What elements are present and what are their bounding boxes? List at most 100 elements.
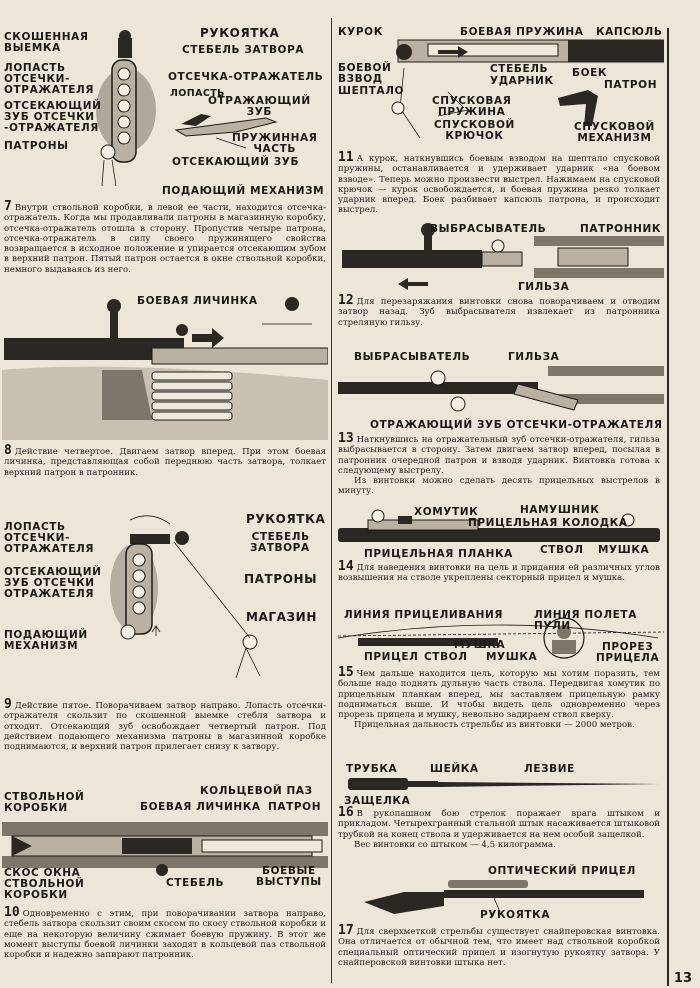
fig9-label-otsekayushchiy: ОТСЕКАЮЩИЙ ЗУБ ОТСЕЧКИ ОТРАЖАТЕЛЯ xyxy=(4,567,102,600)
fig16-label-trubka: ТРУБКА xyxy=(346,764,397,775)
fig15-number: 15 xyxy=(338,665,354,680)
fig16-label-lezvie: ЛЕЗВИЕ xyxy=(524,764,575,775)
fig16-number: 16 xyxy=(338,805,354,820)
fig17-number: 17 xyxy=(338,923,354,938)
fig11-number: 11 xyxy=(338,150,354,165)
fig15-label-pricel: ПРИЦЕЛ xyxy=(364,652,419,663)
fig13-text1: Наткнувшись на отражательный зуб отсечки… xyxy=(338,435,660,476)
fig9-label-rukoyatka: РУКОЯТКА xyxy=(246,514,325,525)
fig7-label-otsechka: ОТСЕЧКА-ОТРАЖАТЕЛЬ xyxy=(168,72,323,83)
fig11-label-spuskovaya: СПУСКОВАЯ ПРУЖИНА xyxy=(432,96,511,118)
fig12-label-vybrasyvatel: ВЫБРАСЫВАТЕЛЬ xyxy=(430,224,546,235)
fig15-label-mushka2: МУШКА xyxy=(486,652,537,663)
fig7-label-otrazh-zub: ОТРАЖАЮЩИЙ ЗУБ xyxy=(208,96,311,118)
fig15-label-stvol: СТВОЛ xyxy=(424,652,468,663)
fig15-text2: Прицельная дальность стрельбы из винтовк… xyxy=(338,720,660,730)
fig9-label-stebel: СТЕБЕЛЬ ЗАТВОРА xyxy=(250,532,310,554)
fig9-label-lopast: ЛОПАСТЬ ОТСЕЧКИ- ОТРАЖАТЕЛЯ xyxy=(4,522,94,555)
fig15-label-liniya-poleta: ЛИНИЯ ПОЛЕТА ПУЛИ xyxy=(534,610,637,632)
fig11-label-kurok: КУРОК xyxy=(338,27,383,38)
fig10-label-patron: ПАТРОН xyxy=(268,802,321,813)
fig10-label-vystupy: БОЕВЫЕ ВЫСТУПЫ xyxy=(256,866,322,888)
fig7-label-patrony: ПАТРОНЫ xyxy=(4,141,69,152)
column-divider xyxy=(331,18,332,983)
fig11-label-patron: ПАТРОН xyxy=(604,80,657,91)
fig7-label-otsekayushchiy: ОТСЕКАЮЩИЙ ЗУБ ОТСЕЧКИ -ОТРАЖАТЕЛЯ xyxy=(4,101,102,134)
fig8-number: 8 xyxy=(4,443,12,458)
fig17-label-opticheskiy: ОПТИЧЕСКИЙ ПРИЦЕЛ xyxy=(488,866,636,877)
fig14-text: Для наведения винтовки на цель и придани… xyxy=(338,563,660,583)
fig12-label-gilza: ГИЛЬЗА xyxy=(518,282,569,293)
fig14-label-stvol: СТВОЛ xyxy=(540,545,584,556)
fig13-label-vybrasyvatel: ВЫБРАСЫВАТЕЛЬ xyxy=(354,352,470,363)
fig7-label-skoshennaya: СКОШЕННАЯ ВЫЕМКА xyxy=(4,32,89,54)
fig9-label-patrony: ПАТРОНЫ xyxy=(244,574,317,585)
fig8-label-boevaya: БОЕВАЯ ЛИЧИНКА xyxy=(137,296,258,307)
page-edge-rule xyxy=(667,28,669,986)
fig10-number: 10 xyxy=(4,905,20,920)
fig12-text: Для перезаряжания винтовки снова поворач… xyxy=(338,297,660,328)
fig14-label-mushka: МУШКА xyxy=(598,545,649,556)
fig9-text: Действие пятое. Поворачиваем затвор напр… xyxy=(4,701,326,752)
fig7-text: Внутри ствольной коробки, в левой ее час… xyxy=(4,203,326,275)
fig11-label-udarnik: УДАРНИК xyxy=(490,76,554,87)
fig10-label-stebel: СТЕБЕЛЬ xyxy=(166,878,224,889)
fig9-bolt-turn-diagram xyxy=(100,508,270,688)
fig7-label-rukoyatka: РУКОЯТКА xyxy=(200,28,279,39)
fig10-label-boevaya: БОЕВАЯ ЛИЧИНКА xyxy=(140,802,261,813)
fig17-text: Для сверхметкой стрельбы существует снай… xyxy=(338,927,660,968)
fig7-label-stebel: СТЕБЕЛЬ ЗАТВОРА xyxy=(182,45,304,56)
fig13-ejection-diagram xyxy=(338,360,664,420)
fig9-label-magazin: МАГАЗИН xyxy=(246,612,317,623)
fig15-text1: Чем дальше находится цель, которую мы хо… xyxy=(338,669,660,720)
fig9-label-podayushchiy: ПОДАЮЩИЙ МЕХАНИЗМ xyxy=(4,630,88,652)
fig10-label-stvolnoy: СТВОЛЬНОЙ КОРОБКИ xyxy=(4,792,84,814)
fig14-label-namushnik: НАМУШНИК xyxy=(520,505,599,516)
fig7-label-pruzhinnaya: ПРУЖИННАЯ ЧАСТЬ xyxy=(232,133,317,155)
fig12-label-patronnik: ПАТРОННИК xyxy=(580,224,661,235)
fig16-text2: Вес винтовки со штыком — 4,5 килограмма. xyxy=(338,840,660,850)
fig11-label-stebel: СТЕБЕЛЬ xyxy=(490,64,548,75)
fig13-number: 13 xyxy=(338,431,354,446)
fig7-label-lopast: ЛОПАСТЬ ОТСЕЧКИ- ОТРАЖАТЕЛЯ xyxy=(4,63,94,96)
fig14-number: 14 xyxy=(338,559,354,574)
fig7-number: 7 xyxy=(4,199,12,214)
fig11-label-sheptalo: ШЕПТАЛО xyxy=(338,86,404,97)
fig16-label-sheyka: ШЕЙКА xyxy=(430,764,479,775)
fig9-number: 9 xyxy=(4,697,12,712)
fig7-label-otsek-zub: ОТСЕКАЮЩИЙ ЗУБ xyxy=(172,157,299,168)
fig13-label-gilza: ГИЛЬЗА xyxy=(508,352,559,363)
fig13-text2: Из винтовки можно сделать десять прицель… xyxy=(338,476,660,497)
fig8-bolt-forward-diagram xyxy=(2,290,328,440)
fig11-label-boevoy-vzvod: БОЕВОЙ ВЗВОД xyxy=(338,63,391,85)
fig11-label-boevaya-pr: БОЕВАЯ ПРУЖИНА xyxy=(460,27,584,38)
fig12-number: 12 xyxy=(338,293,354,308)
fig11-label-kryuchok: СПУСКОВОЙ КРЮЧОК xyxy=(434,120,515,142)
fig16-text1: В рукопашном бою стрелок поражает врага … xyxy=(338,809,660,840)
fig10-label-skos: СКОС ОКНА СТВОЛЬНОЙ КОРОБКИ xyxy=(4,868,84,901)
fig17-label-rukoyatka: РУКОЯТКА xyxy=(480,910,550,921)
fig14-label-planka: ПРИЦЕЛЬНАЯ ПЛАНКА xyxy=(364,549,513,560)
fig10-label-koltsevoy: КОЛЬЦЕВОЙ ПАЗ xyxy=(200,786,313,797)
fig15-label-liniya-pric: ЛИНИЯ ПРИЦЕЛИВАНИЯ xyxy=(344,610,503,621)
fig15-label-prorez: ПРОРЕЗ ПРИЦЕЛА xyxy=(596,642,659,664)
fig12-paragraph: 12Для перезаряжания винтовки снова повор… xyxy=(338,296,660,328)
fig11-text: А курок, наткнувшись боевым взводом на ш… xyxy=(338,154,660,215)
fig14-label-kolodka: ПРИЦЕЛЬНАЯ КОЛОДКА xyxy=(468,518,628,529)
fig11-label-mekhanizm: СПУСКОВОЙ МЕХАНИЗМ xyxy=(574,122,655,144)
page-number: 13 xyxy=(674,971,692,986)
fig13-label-otrazh: ОТРАЖАЮЩИЙ ЗУБ ОТСЕЧКИ-ОТРАЖАТЕЛЯ xyxy=(370,420,663,431)
fig8-text: Действие четвертое. Двигаем затвор впере… xyxy=(4,447,326,478)
fig11-label-kapsyul: КАПСЮЛЬ xyxy=(596,27,662,38)
